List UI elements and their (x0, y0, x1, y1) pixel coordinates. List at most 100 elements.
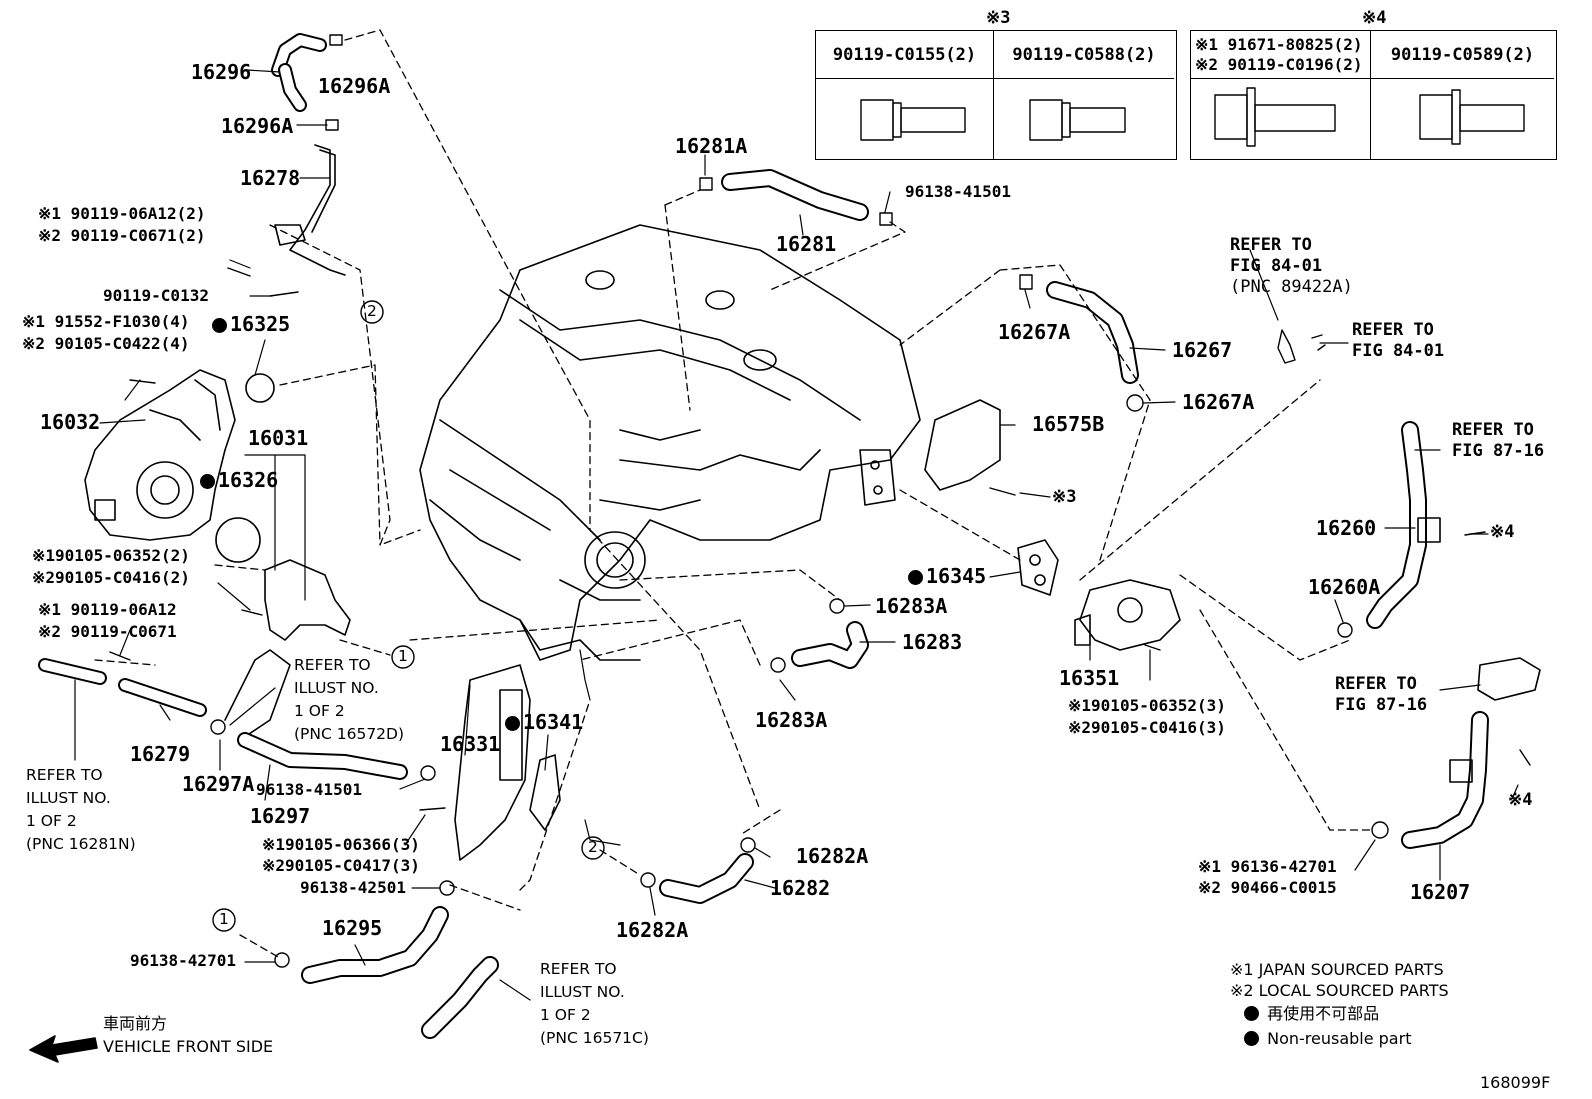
table-4-col-1: ※1 91671-80825(2) ※2 90119-C0196(2) (1191, 31, 1371, 79)
bracket-16575B (924, 399, 1001, 491)
part-label-96138-42701: 96138-42701 (130, 951, 236, 970)
refer-line: REFER TO (1452, 420, 1534, 440)
refer-fig-87-16-bottom: REFER TO FIG 87-16 (1335, 674, 1427, 716)
part-label-16260A: 16260A (1308, 575, 1381, 599)
table-3-mark: ※3 (986, 8, 1011, 28)
part-label-16279: 16279 (130, 742, 191, 766)
bolt-label-b12: ※1 96136-42701 (1198, 857, 1337, 876)
hose-16296 (271, 33, 327, 112)
bolt-label-b2: ※2 90119-C0671(2) (38, 226, 206, 245)
table-4-col-2: 90119-C0589(2) (1371, 31, 1554, 79)
refer-fig-84-01-pnc: REFER TO FIG 84-01 (PNC 89422A) (1230, 235, 1353, 298)
table-3-col-1: 90119-C0155(2) (816, 31, 994, 79)
table-3-icon-2 (994, 79, 1174, 159)
legend-local-sourced: ※2 LOCAL SOURCED PARTS (1230, 981, 1449, 1000)
dashed-leaders (94, 29, 1371, 959)
refer-fig-87-16-top: REFER TO FIG 87-16 (1452, 420, 1544, 462)
non-reusable-dot-icon (200, 474, 215, 489)
part-label-16326: 16326 (200, 470, 278, 490)
vehicle-front-jp: 車両前方 (103, 1014, 168, 1033)
part-label-96138-41501: 96138-41501 (256, 780, 362, 799)
bolt-icon (1029, 99, 1126, 141)
refer-illust-16281N: REFER TO ILLUST NO. 1 OF 2 (PNC 16281N) (26, 764, 136, 856)
refer-line: 1 OF 2 (294, 702, 345, 720)
bolt-label-b7: ※290105-C0416(2) (32, 568, 190, 587)
hose-16279 (38, 658, 207, 717)
refer-line: FIG 84-01 (1230, 256, 1323, 276)
refer-line: REFER TO (1352, 320, 1434, 340)
reference-circles (212, 300, 605, 932)
circle-label-2b: 2 (588, 838, 598, 856)
refer-line: FIG 84-01 (1352, 341, 1445, 361)
bolt-label-b10: ※190105-06352(3) (1068, 696, 1226, 715)
hose-16281 (721, 169, 869, 221)
refer-line: REFER TO (1230, 235, 1312, 255)
table-4-icon-2 (1371, 79, 1554, 159)
vehicle-front-en: VEHICLE FRONT SIDE (103, 1037, 274, 1056)
bolt-icon (860, 99, 966, 141)
bolt-table-3: 90119-C0155(2) 90119-C0588(2) (815, 30, 1177, 160)
refer-line: REFER TO (26, 766, 103, 784)
non-reusable-dot-icon (1244, 1031, 1259, 1046)
part-label-16267A-top: 16267A (998, 320, 1071, 344)
bolt-label-b8: ※1 90119-06A12 (38, 600, 177, 619)
bolt-label-b13: ※2 90466-C0015 (1198, 878, 1337, 897)
part-label-16281A: 16281A (675, 134, 748, 158)
part-label-96138-41501-top: 96138-41501 (905, 182, 1011, 201)
refer-fig-84-01: REFER TO FIG 84-01 (1352, 320, 1444, 362)
gasket-16345 (1017, 539, 1059, 596)
table-3-col-2: 90119-C0588(2) (994, 31, 1174, 79)
part-label-16296A-top: 16296A (318, 74, 391, 98)
part-label-16296A: 16296A (221, 114, 294, 138)
part-label-16325: 16325 (212, 314, 290, 334)
bolt-icon (1419, 89, 1525, 145)
hose-16267 (1046, 281, 1139, 384)
refer-line: REFER TO (1335, 674, 1417, 694)
circle-label-1b: 1 (219, 910, 229, 928)
circle-label-2a: 2 (367, 302, 377, 320)
table-4-mark: ※4 (1362, 8, 1387, 28)
refer-line: REFER TO (294, 656, 371, 674)
part-label-16278: 16278 (240, 166, 301, 190)
refer-line: (PNC 16281N) (26, 835, 136, 853)
part-label-16283: 16283 (902, 630, 963, 654)
part-label-16032: 16032 (40, 410, 101, 434)
water-outlet-16351 (1074, 579, 1181, 651)
bolt-label-b15: ※290105-C0417(3) (262, 856, 420, 875)
part-label-16297A: 16297A (182, 772, 255, 796)
part-label-16295: 16295 (322, 916, 383, 940)
pipe-16278 (274, 144, 346, 276)
bolt-label-b14: ※190105-06366(3) (262, 835, 420, 854)
part-label-16207: 16207 (1410, 880, 1471, 904)
refer-line: (PNC 89422A) (1230, 277, 1353, 297)
bolt-label-b5: ※2 90105-C0422(4) (22, 334, 190, 353)
pipe-16207 (1401, 657, 1541, 849)
legend-non-reusable-jp: 再使用不可部品 (1244, 1006, 1379, 1022)
part-label-16267A: 16267A (1182, 390, 1255, 414)
refer-line: FIG 87-16 (1335, 695, 1428, 715)
bolt-mark-4a: ※4 (1490, 522, 1515, 542)
part-label-16341-text: 16341 (523, 710, 584, 734)
legend-japan-sourced: ※1 JAPAN SOURCED PARTS (1230, 960, 1444, 979)
inlet-16031 (224, 559, 351, 741)
refer-line: FIG 87-16 (1452, 441, 1545, 461)
solid-leaders (74, 69, 1519, 1001)
bolt-mark-3: ※3 (1052, 487, 1077, 507)
figure-id: 168099F (1480, 1073, 1551, 1092)
refer-line: (PNC 16571C) (540, 1029, 649, 1047)
front-direction-arrow-icon (29, 1035, 98, 1063)
refer-line: 1 OF 2 (540, 1006, 591, 1024)
part-label-96138-42501: 96138-42501 (300, 878, 406, 897)
part-label-16326-text: 16326 (218, 468, 279, 492)
thermostat-housing-16331 (454, 664, 561, 861)
table-bolt-icons (860, 87, 1525, 147)
part-label-16260: 16260 (1316, 516, 1377, 540)
bolt-table-4: ※1 91671-80825(2) ※2 90119-C0196(2) 9011… (1190, 30, 1557, 160)
hose-16282 (659, 853, 754, 904)
refer-line: ILLUST NO. (294, 679, 379, 697)
non-reusable-dot-icon (1244, 1006, 1259, 1021)
hose-16295 (301, 906, 499, 1039)
bolt-label-b3: 90119-C0132 (103, 286, 209, 305)
part-label-16351: 16351 (1059, 666, 1120, 690)
